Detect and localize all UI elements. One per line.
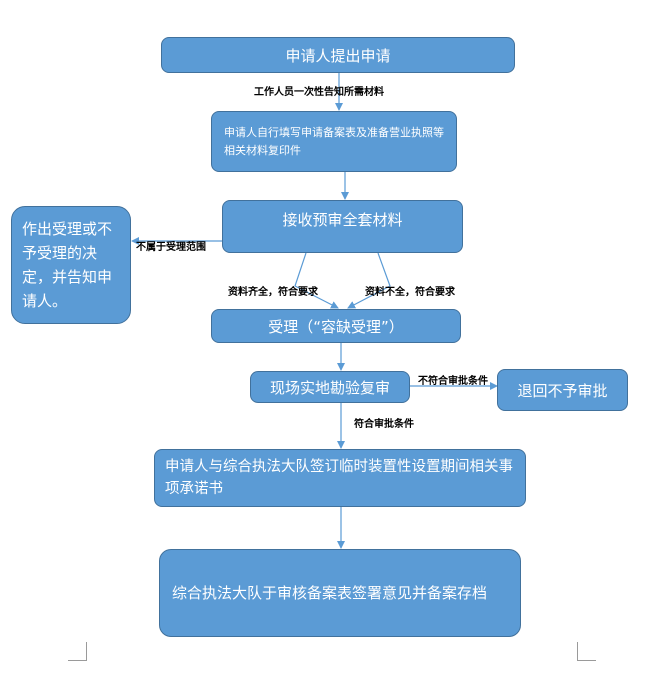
crop-mark-left xyxy=(68,642,87,661)
node-decision: 作出受理或不予受理的决定，并告知申请人。 xyxy=(11,206,131,324)
node-apply: 申请人提出申请 xyxy=(161,37,515,73)
label-out-of-scope: 不属于受理范围 xyxy=(136,242,206,253)
label-complete: 资料齐全，符合要求 xyxy=(228,287,318,298)
crop-mark-right xyxy=(577,642,596,661)
node-fill-form-text: 申请人自行填写申请备案表及准备营业执照等相关材料复印件 xyxy=(224,125,444,157)
label-not-meet: 不符合审批条件 xyxy=(418,376,488,387)
node-decision-text: 作出受理或不予受理的决定，并告知申请人。 xyxy=(22,220,113,310)
node-accept: 受理（“容缺受理”） xyxy=(211,309,461,343)
node-reject: 退回不予审批 xyxy=(497,369,628,411)
node-receive-text: 接收预审全套材料 xyxy=(282,211,403,229)
node-reject-text: 退回不予审批 xyxy=(517,381,608,400)
label-meet: 符合审批条件 xyxy=(354,419,414,430)
node-sign: 申请人与综合执法大队签订临时装置性设置期间相关事项承诺书 xyxy=(154,449,526,507)
node-site-check-text: 现场实地勘验复审 xyxy=(269,378,390,397)
node-fill-form: 申请人自行填写申请备案表及准备营业执照等相关材料复印件 xyxy=(211,111,457,172)
label-incomplete: 资料不全，符合要求 xyxy=(365,287,455,298)
node-sign-text: 申请人与综合执法大队签订临时装置性设置期间相关事项承诺书 xyxy=(165,459,513,497)
node-site-check: 现场实地勘验复审 xyxy=(250,371,410,403)
node-apply-text: 申请人提出申请 xyxy=(285,46,391,65)
arrow-complete-to-accept xyxy=(294,252,339,309)
arrow-incomplete-to-accept xyxy=(347,252,391,309)
node-receive: 接收预审全套材料 xyxy=(222,200,463,253)
node-archive-text: 综合执法大队于审核备案表签署意见并备案存档 xyxy=(172,584,488,602)
node-accept-text: 受理（“容缺受理”） xyxy=(268,317,404,336)
node-archive: 综合执法大队于审核备案表签署意见并备案存档 xyxy=(159,549,521,637)
label-inform-once: 工作人员一次性告知所需材料 xyxy=(254,87,384,98)
